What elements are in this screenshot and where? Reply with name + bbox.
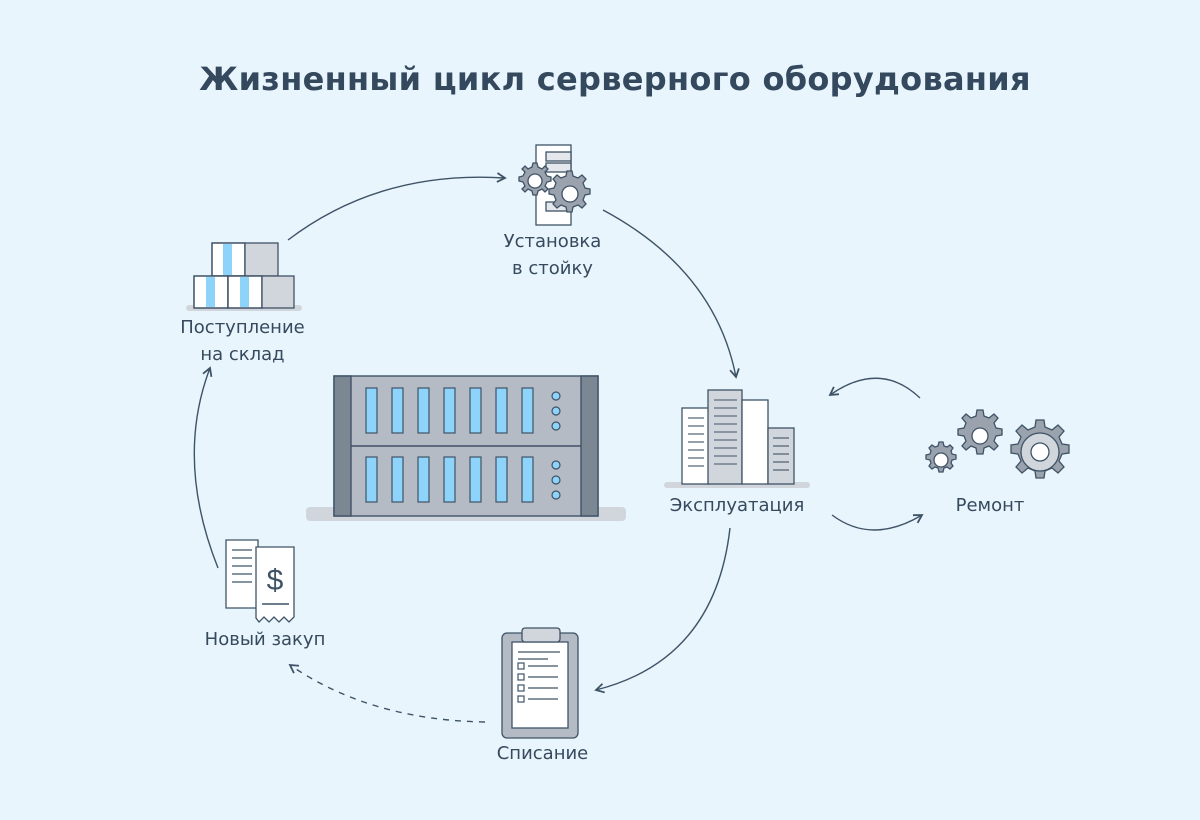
buildings-icon	[664, 389, 810, 488]
stage-label-install: Установка в стойку	[503, 231, 602, 279]
stage-label-operation: Эксплуатация	[669, 495, 805, 516]
arrow-install-to-operation	[602, 209, 740, 379]
server-rack-icon	[306, 375, 626, 521]
arrow-repair-to-operation	[828, 377, 921, 399]
boxes-icon	[186, 242, 302, 311]
arrow-writeoff-to-purchase	[288, 663, 486, 723]
arrow-purchase-to-warehouse	[193, 366, 219, 569]
diagram-title: Жизненный цикл серверного оборудования	[199, 60, 1031, 98]
stage-label-repair: Ремонт	[955, 495, 1025, 516]
stage-label-warehouse: Поступление на склад	[180, 317, 305, 365]
gears-icon	[925, 409, 1070, 479]
stage-label-purchase: Новый закуп	[204, 629, 326, 650]
stage-label-writeoff: Списание	[496, 743, 589, 764]
rack-gears-icon	[518, 144, 591, 226]
clipboard-checklist-icon	[501, 627, 579, 739]
arrow-warehouse-to-install	[287, 172, 507, 241]
arrow-operation-to-writeoff	[594, 527, 731, 694]
receipt-dollar-icon: $	[225, 539, 295, 623]
dollar-sign: $	[267, 564, 284, 597]
arrow-operation-to-repair	[831, 514, 924, 531]
